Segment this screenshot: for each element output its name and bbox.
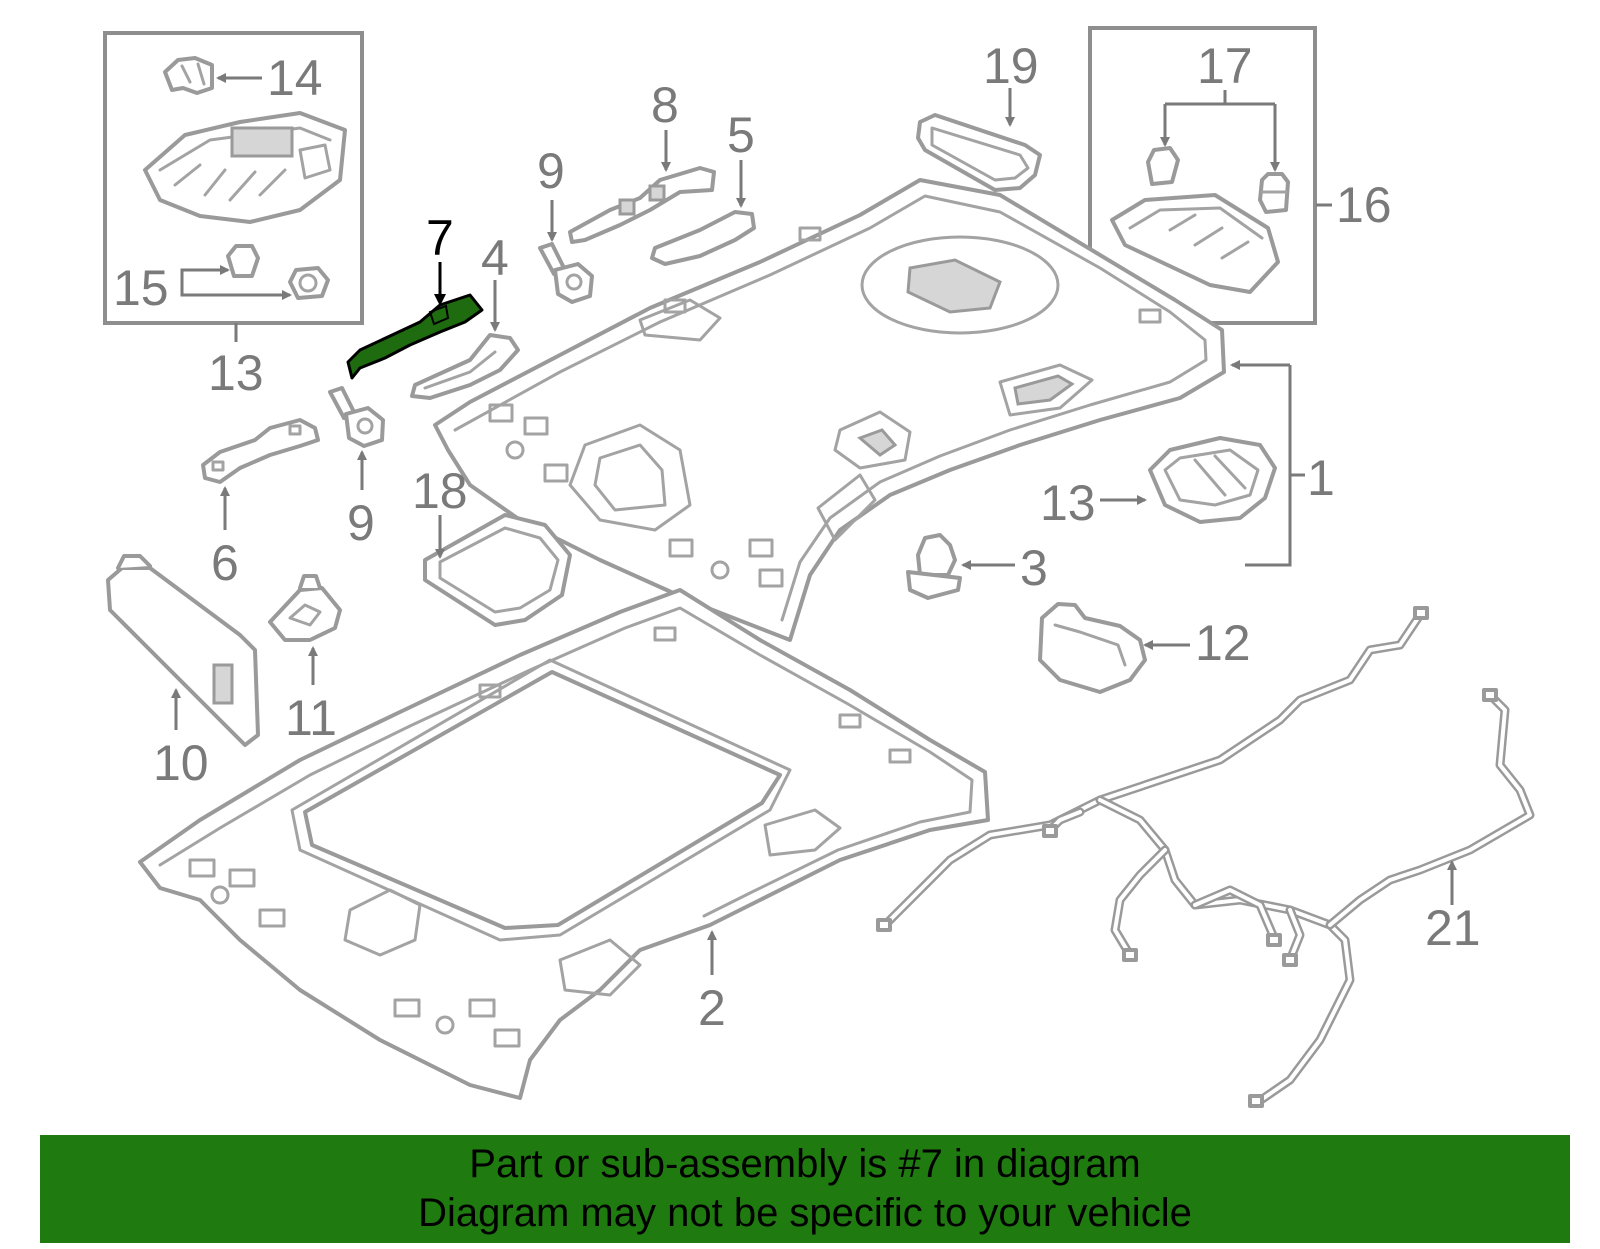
part-15-clip	[163, 56, 214, 95]
part-10-sun-visor	[106, 554, 260, 747]
part-12-cover	[1038, 602, 1147, 694]
callout-9-upper[interactable]: 9	[537, 143, 565, 199]
callout-10[interactable]: 10	[153, 735, 209, 791]
part-4-grip-handle	[410, 333, 520, 400]
callout-7-highlighted[interactable]: 7	[426, 210, 454, 266]
callout-labels: 14 15 13 17 16 19 8 5 9 7 4 9 6 18 10 11…	[113, 38, 1481, 1036]
callout-5[interactable]: 5	[727, 107, 755, 163]
part-13-lamp	[1148, 436, 1277, 524]
callout-2[interactable]: 2	[698, 980, 726, 1036]
part-7-highlighted[interactable]	[346, 293, 484, 380]
callout-14[interactable]: 13	[208, 345, 264, 401]
callout-3[interactable]: 3	[1020, 540, 1048, 596]
part-20-pad	[916, 113, 1042, 192]
part-16-bulbs	[226, 244, 330, 300]
info-banner: Part or sub-assembly is #7 in diagram Di…	[40, 1135, 1570, 1243]
box-14-dome-lamp	[103, 31, 364, 325]
callout-16[interactable]: 15	[113, 260, 169, 316]
callout-21[interactable]: 21	[1425, 900, 1481, 956]
part-8-bracket	[568, 166, 716, 244]
part-6-bracket	[201, 418, 320, 484]
banner-line-disclaimer: Diagram may not be specific to your vehi…	[418, 1191, 1192, 1235]
part-19-cover	[423, 513, 572, 627]
part-21-wiring-harness	[876, 606, 1535, 1108]
leader-lines	[171, 73, 1457, 975]
part-11-visor-holder	[268, 574, 342, 642]
banner-line-part-info: Part or sub-assembly is #7 in diagram	[469, 1142, 1141, 1186]
callout-15[interactable]: 14	[267, 50, 323, 106]
callout-11[interactable]: 11	[285, 690, 337, 746]
part-1-headliner	[433, 178, 1226, 642]
part-5-bracket	[650, 210, 756, 266]
callout-8[interactable]: 8	[651, 77, 679, 133]
part-2-headliner-sunroof	[138, 588, 990, 1100]
callout-12[interactable]: 12	[1195, 615, 1251, 671]
part-9-screw-lower	[328, 386, 385, 448]
part-17-map-lamp	[1110, 193, 1280, 294]
callout-9-lower[interactable]: 9	[347, 495, 375, 551]
callout-19[interactable]: 18	[412, 463, 468, 519]
callout-1[interactable]: 1	[1307, 450, 1335, 506]
callout-20[interactable]: 19	[983, 38, 1039, 94]
callout-4[interactable]: 4	[481, 230, 509, 286]
parts-diagram: 14 15 13 17 16 19 8 5 9 7 4 9 6 18 10 11…	[103, 26, 1535, 1108]
part-3-clip	[906, 533, 962, 600]
callout-18[interactable]: 17	[1197, 38, 1253, 94]
part-18-bulbs	[1146, 146, 1290, 214]
part-9-screw-upper	[538, 242, 594, 304]
callout-6[interactable]: 6	[211, 535, 239, 591]
callout-13[interactable]: 13	[1040, 475, 1096, 531]
callout-17[interactable]: 16	[1336, 177, 1392, 233]
part-14-dome-lamp	[143, 111, 347, 224]
